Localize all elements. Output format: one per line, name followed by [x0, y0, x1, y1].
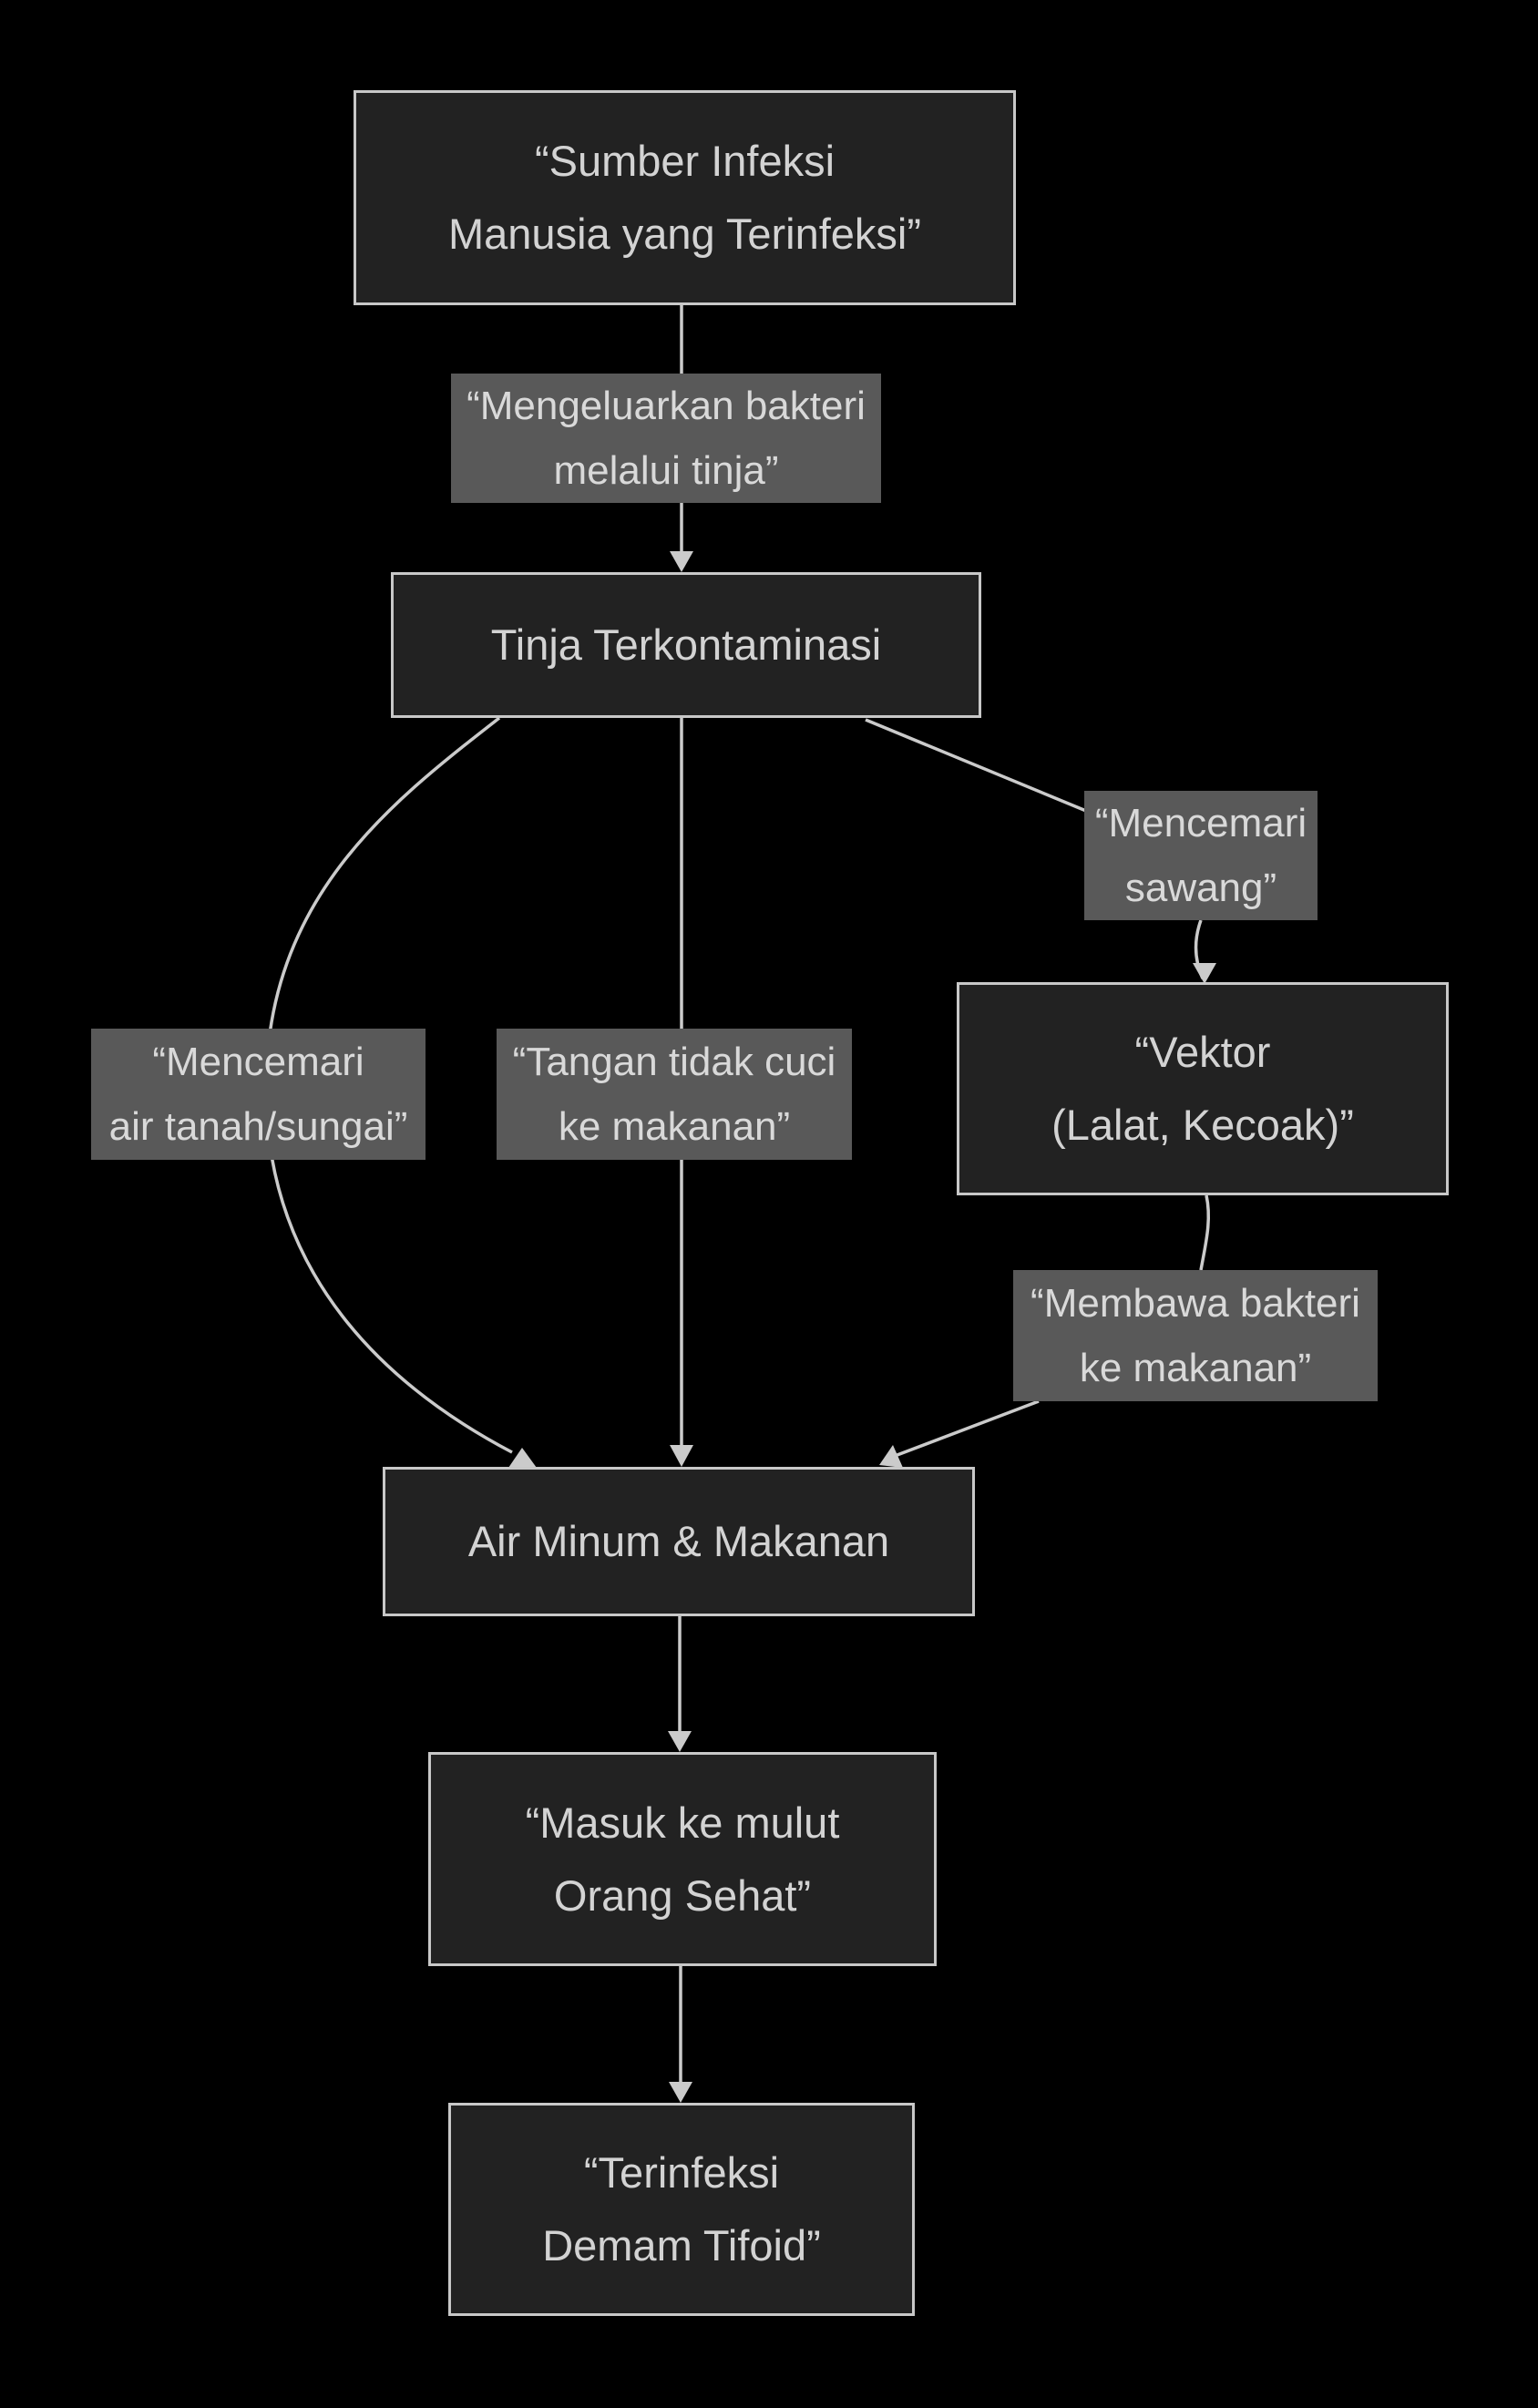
arrowhead-airminum-right [879, 1445, 903, 1468]
node-sumber-infeksi: “Sumber Infeksi Manusia yang Terinfeksi” [354, 90, 1016, 305]
arrowhead-airminum-left [508, 1448, 537, 1468]
node-terinfeksi-demam-tifoid: “Terinfeksi Demam Tifoid” [448, 2103, 915, 2316]
node-text-line: Tinja Terkontaminasi [490, 620, 882, 669]
edge-label-line: ke makanan” [1079, 1346, 1312, 1390]
edge-label-line: “Tangan tidak cuci [512, 1040, 836, 1084]
edge-label-line: “Mencemari [1094, 801, 1307, 845]
edge-label-membawa-bakteri: “Membawa bakteri ke makanan” [1013, 1270, 1378, 1401]
node-text-line: Demam Tifoid” [542, 2221, 821, 2270]
node-text-line: “Masuk ke mulut [525, 1798, 840, 1847]
node-text-line: Air Minum & Makanan [467, 1517, 890, 1565]
edge-label-line: air tanah/sungai” [108, 1104, 408, 1149]
edge-label-line: melalui tinja” [553, 448, 779, 493]
edge-label-mencemari-sawang: “Mencemari sawang” [1084, 791, 1318, 920]
node-text-line: “Sumber Infeksi [534, 137, 836, 185]
arrowhead-tinja [670, 551, 693, 572]
edge-label-mengeluarkan-bakteri: “Mengeluarkan bakteri melalui tinja” [451, 374, 881, 503]
arrowhead-vektor [1193, 963, 1216, 984]
edge-label-line: “Mengeluarkan bakteri [467, 384, 866, 428]
node-text-line: “Terinfeksi [583, 2148, 780, 2197]
node-masuk-ke-mulut: “Masuk ke mulut Orang Sehat” [428, 1752, 937, 1966]
node-text-line: (Lalat, Kecoak)” [1051, 1101, 1354, 1149]
edge-label-tangan-tidak-cuci: “Tangan tidak cuci ke makanan” [497, 1029, 852, 1160]
edge-label-mencemari-air-tanah: “Mencemari air tanah/sungai” [91, 1029, 426, 1160]
edge-label-line: sawang” [1124, 866, 1277, 910]
edge-vektor-membawa [1199, 1194, 1211, 1271]
node-tinja-terkontaminasi: Tinja Terkontaminasi [391, 572, 981, 718]
arrowhead-airminum-center [670, 1445, 693, 1467]
node-vektor: “Vektor (Lalat, Kecoak)” [957, 982, 1449, 1195]
edge-membawa-airminum [894, 1399, 1040, 1458]
node-air-minum-makanan: Air Minum & Makanan [383, 1467, 975, 1616]
arrowhead-terinfeksi [669, 2082, 692, 2103]
edge-label-line: “Mencemari [152, 1040, 364, 1084]
node-text-line: Orang Sehat” [553, 1870, 812, 1920]
node-text-line: Manusia yang Terinfeksi” [448, 210, 921, 258]
node-text-line: “Vektor [1134, 1028, 1271, 1076]
edge-tinja-sawang [865, 718, 1087, 813]
arrowhead-masuk [668, 1731, 692, 1752]
edge-label-line: “Membawa bakteri [1030, 1281, 1360, 1326]
edge-label-line: ke makanan” [558, 1104, 791, 1149]
